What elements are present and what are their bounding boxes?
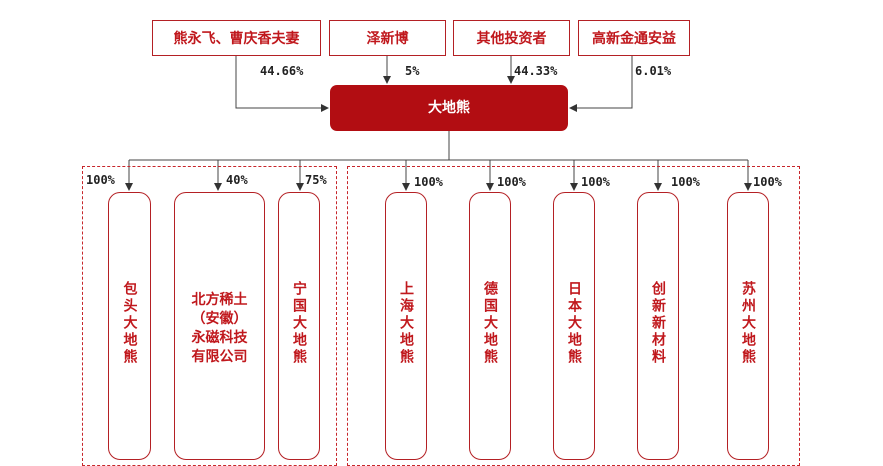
- connector-shareholder-4: [569, 56, 633, 112]
- subsidiary-name-line: 有限公司: [191, 349, 248, 365]
- shareholder-box: 其他投资者: [453, 20, 570, 56]
- subsidiary-name: 创新新材料: [650, 281, 666, 366]
- ownership-percent: 100%: [671, 175, 700, 189]
- subsidiary-name: 上海大地熊: [398, 281, 414, 366]
- shareholder-name: 熊永飞、曹庆香夫妻: [173, 31, 300, 47]
- ownership-percent: 44.66%: [260, 64, 304, 78]
- shareholder-name: 泽新博: [366, 31, 409, 47]
- subsidiary-box: 苏州大地熊: [727, 192, 769, 460]
- ownership-percent: 100%: [86, 173, 115, 187]
- ownership-percent: 5%: [405, 64, 420, 78]
- subsidiary-box: 包头大地熊: [108, 192, 151, 460]
- ownership-percent: 44.33%: [514, 64, 558, 78]
- subsidiary-name: 北方稀土 （安徽） 永磁科技 有限公司: [192, 281, 248, 459]
- subsidiary-box: 德国大地熊: [469, 192, 511, 460]
- subsidiary-name: 苏州大地熊: [740, 281, 756, 366]
- subsidiary-box: 创新新材料: [637, 192, 679, 460]
- subsidiary-box: 北方稀土 （安徽） 永磁科技 有限公司: [174, 192, 265, 460]
- ownership-percent: 100%: [497, 175, 526, 189]
- subsidiary-name-line: 北方稀土: [191, 292, 248, 308]
- subsidiary-name: 包头大地熊: [121, 281, 138, 366]
- connector-shareholder-1: [235, 56, 329, 112]
- shareholder-box: 高新金通安益: [578, 20, 690, 56]
- ownership-percent: 100%: [753, 175, 782, 189]
- subsidiary-name: 宁国大地熊: [291, 281, 307, 366]
- ownership-percent: 75%: [305, 173, 327, 187]
- subsidiary-box: 上海大地熊: [385, 192, 427, 460]
- ownership-percent: 40%: [226, 173, 248, 187]
- ownership-percent: 100%: [581, 175, 610, 189]
- ownership-percent: 100%: [414, 175, 443, 189]
- connector-lines: [125, 56, 752, 191]
- ownership-structure-diagram: 熊永飞、曹庆香夫妻 泽新博 其他投资者 高新金通安益 44.66% 5% 44.…: [82, 20, 800, 466]
- shareholder-box: 泽新博: [329, 20, 446, 56]
- subsidiary-name: 德国大地熊: [482, 281, 498, 366]
- subsidiary-box: 日本大地熊: [553, 192, 595, 460]
- subsidiary-name-line: （安徽）: [191, 311, 248, 327]
- subsidiary-name: 日本大地熊: [566, 281, 582, 366]
- shareholder-name: 其他投资者: [476, 31, 547, 47]
- ownership-percent: 6.01%: [635, 64, 672, 78]
- subsidiary-name-line: 永磁科技: [191, 330, 248, 346]
- parent-company-box: 大地熊: [330, 85, 568, 131]
- shareholder-name: 高新金通安益: [592, 31, 676, 47]
- parent-company-name: 大地熊: [428, 100, 470, 116]
- shareholder-box: 熊永飞、曹庆香夫妻: [152, 20, 321, 56]
- subsidiary-box: 宁国大地熊: [278, 192, 320, 460]
